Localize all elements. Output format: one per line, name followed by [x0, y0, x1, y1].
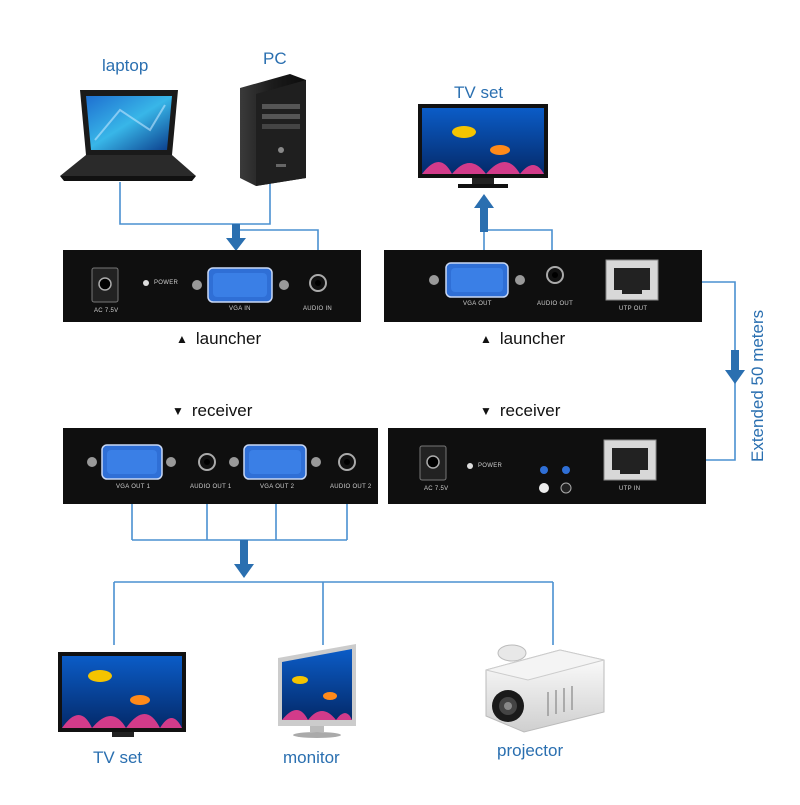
tv-set-top-label: TV set [454, 83, 504, 102]
wire-vga-out [483, 229, 553, 262]
port-utp-out-label: UTP OUT [619, 306, 648, 312]
wire-pc [236, 180, 271, 225]
launcher-2-box [384, 250, 702, 322]
arrow-tv-shaft [480, 206, 488, 232]
port-power-label: POWER [154, 280, 179, 286]
monitor-icon [278, 644, 356, 738]
port-ac-2-label: AC 7.5V [424, 486, 449, 492]
pc-label: PC [263, 49, 287, 68]
extended-distance-label: Extended 50 meters [748, 309, 767, 462]
port-vga-out-label: VGA OUT [463, 301, 492, 307]
tv-set-bottom-icon [58, 652, 186, 737]
tv-set-top-icon [418, 104, 548, 188]
launcher-1-box [63, 250, 361, 322]
up-triangle-icon: ▲ [176, 332, 188, 346]
port-audio-out-2-label: AUDIO OUT 2 [330, 484, 372, 490]
port-utp-in-label: UTP IN [619, 486, 641, 492]
pc-icon [240, 74, 306, 186]
launcher-2-label: ▲launcher [480, 329, 566, 348]
arrow-utp-shaft [731, 350, 739, 372]
projector-label: projector [497, 741, 564, 760]
arrow-launcher-shaft [232, 224, 240, 238]
down-triangle-icon: ▼ [172, 404, 184, 418]
receiver-1-label: ▼receiver [172, 401, 253, 420]
projector-icon [485, 644, 605, 733]
laptop-label: laptop [102, 56, 149, 75]
down-triangle-icon: ▼ [480, 404, 492, 418]
wires [113, 180, 736, 645]
arrows [226, 194, 745, 578]
receiver-1-box [63, 428, 378, 504]
port-audio-out-1-label: AUDIO OUT 1 [190, 484, 232, 490]
up-triangle-icon: ▲ [480, 332, 492, 346]
tv-set-bottom-label: TV set [93, 748, 143, 767]
port-audio-out-label: AUDIO OUT [537, 301, 574, 307]
port-vga-out-1-label: VGA OUT 1 [116, 484, 151, 490]
laptop-icon [60, 90, 196, 181]
arrow-dist-shaft [240, 540, 248, 566]
port-ac-label: AC 7.5V [94, 308, 119, 314]
port-vga-in-label: VGA IN [229, 306, 251, 312]
port-audio-in-label: AUDIO IN [303, 306, 333, 312]
port-vga-out-2-label: VGA OUT 2 [260, 484, 295, 490]
monitor-label: monitor [283, 748, 340, 767]
launcher-1-label: ▲launcher [176, 329, 262, 348]
port-power-2-label: POWER [478, 463, 503, 469]
arrow-down-dist [234, 564, 254, 578]
wire-laptop [119, 182, 236, 225]
receiver-2-label: ▼receiver [480, 401, 561, 420]
receiver-2-box [388, 428, 706, 504]
arrow-down-utp [725, 370, 745, 384]
arrow-down-launcher [226, 238, 246, 251]
arrow-up-tv [474, 194, 494, 208]
